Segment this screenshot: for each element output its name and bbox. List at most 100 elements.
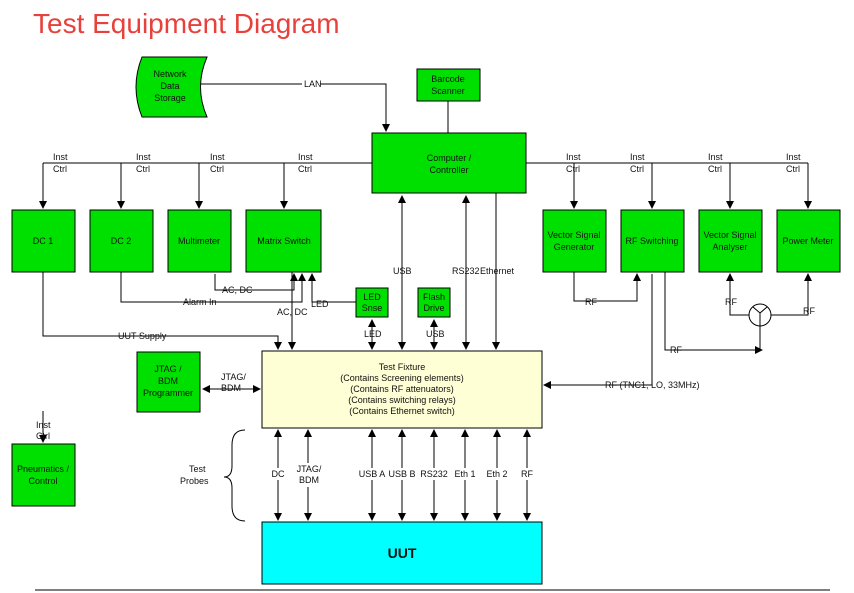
fixture-label-4: (Contains switching relays) [348, 395, 456, 405]
svg-text:Network: Network [153, 69, 187, 79]
svg-text:Inst: Inst [298, 152, 313, 162]
inst-ctrl-label-vsa: Inst Ctrl [708, 152, 723, 174]
probe-usb-a-label: USB A [359, 469, 386, 479]
ac-dc-label-1: AC, DC [222, 285, 253, 295]
svg-text:Inst: Inst [210, 152, 225, 162]
rf-vsg-label: RF [585, 297, 597, 307]
jtag-bdm-label-1: JTAG/ [221, 372, 246, 382]
probe-eth1-bg [453, 468, 477, 480]
uut-label: UUT [388, 545, 417, 561]
multimeter-label: Multimeter [178, 236, 220, 246]
svg-text:Inst: Inst [630, 152, 645, 162]
probe-eth1-label: Eth 1 [454, 469, 475, 479]
rf-vsg-connection [573, 272, 641, 302]
uut-node [261, 521, 543, 585]
svg-text:Inst: Inst [136, 152, 151, 162]
matrix-switch-label: Matrix Switch [257, 236, 311, 246]
vsg-label-1: Vector Signal [547, 230, 600, 240]
flash-drive-node [417, 287, 451, 318]
flash-drive-label-1: Flash [423, 292, 445, 302]
flash-drive-label-2: Drive [423, 303, 444, 313]
rf-vsa-connection [726, 273, 749, 316]
svg-text:Ctrl: Ctrl [36, 431, 50, 441]
splitter-y-glyph [752, 306, 768, 326]
dc2-node [89, 209, 154, 273]
dc1-node [11, 209, 76, 273]
svg-text:Inst: Inst [566, 152, 581, 162]
matrix-switch-node [245, 209, 322, 273]
inst-ctrl-label-power: Inst Ctrl [786, 152, 801, 174]
alarm-in-label: Alarm In [183, 297, 217, 307]
test-probes-brace [223, 429, 246, 522]
vector-signal-analyser-node [698, 209, 763, 273]
inst-ctrl-label-rfsw: Inst Ctrl [630, 152, 645, 174]
fixture-label-2: (Contains Screening elements) [340, 373, 464, 383]
network-storage-node [135, 56, 208, 118]
probe-jtag-label-1: JTAG/ [297, 464, 322, 474]
svg-text:Ctrl: Ctrl [210, 164, 224, 174]
probe-eth2-label: Eth 2 [486, 469, 507, 479]
barcode-label-2: Scanner [431, 86, 465, 96]
dc1-label: DC 1 [33, 236, 54, 246]
uut-supply-label: UUT Supply [118, 331, 167, 341]
rs232-label: RS232 [452, 266, 480, 276]
probe-usb-b-label: USB B [388, 469, 415, 479]
led-sense-node [355, 287, 389, 318]
led-fixture-label: LED [364, 329, 382, 339]
vsa-label-2: Analyser [712, 242, 747, 252]
probe-rs232-bg [420, 468, 448, 480]
svg-text:Data: Data [160, 81, 179, 91]
inst-ctrl-label-multimeter: Inst Ctrl [210, 152, 225, 174]
diagram-title: Test Equipment Diagram [33, 8, 340, 39]
svg-text:Inst: Inst [708, 152, 723, 162]
svg-text:Ctrl: Ctrl [298, 164, 312, 174]
vector-signal-generator-node [542, 209, 607, 273]
jtag-bdm-label-2: BDM [221, 383, 241, 393]
rf-power-connection [771, 273, 812, 316]
alarm-in-connection [120, 272, 306, 303]
probe-usb-b-bg [388, 468, 416, 480]
jtag-prog-label-1: JTAG / [154, 364, 182, 374]
probe-rf-bg [520, 468, 534, 480]
rf-vsa-label: RF [725, 297, 737, 307]
probe-rf-label: RF [521, 469, 533, 479]
vsg-label-2: Generator [554, 242, 595, 252]
vsa-label-1: Vector Signal [703, 230, 756, 240]
inst-ctrl-label-pneumatics: Inst Ctrl [36, 420, 51, 441]
rf-switching-label: RF Switching [625, 236, 678, 246]
rf-fixture-connection [543, 274, 653, 389]
led-sense-label-2: Snse [362, 303, 383, 313]
jtag-prog-label-3: Programmer [143, 388, 193, 398]
probe-dc-bg [270, 468, 286, 480]
ethernet-label: Ethernet [480, 266, 515, 276]
computer-label-2: Controller [429, 165, 468, 175]
rf-splitter-label: RF [670, 345, 682, 355]
uut-supply-connection [42, 272, 282, 350]
lan-label-bg [302, 78, 320, 89]
svg-text:Inst: Inst [36, 420, 51, 430]
rf-power-label: RF [803, 306, 815, 316]
probe-jtag-bg [296, 463, 321, 487]
fixture-label-1: Test Fixture [379, 362, 426, 372]
lan-connection [200, 83, 390, 132]
svg-text:Ctrl: Ctrl [566, 164, 580, 174]
jtag-prog-label-2: BDM [158, 376, 178, 386]
barcode-label-1: Barcode [431, 74, 465, 84]
ac-dc-label-2: AC, DC [277, 307, 308, 317]
usb-label: USB [393, 266, 412, 276]
power-meter-label: Power Meter [782, 236, 833, 246]
test-probes-label-1: Test [189, 464, 206, 474]
dc2-label: DC 2 [111, 236, 132, 246]
svg-text:Inst: Inst [786, 152, 801, 162]
inst-ctrl-label-dc1: Inst Ctrl [53, 152, 68, 174]
lan-label: LAN [304, 79, 322, 89]
svg-text:Inst: Inst [53, 152, 68, 162]
svg-text:Ctrl: Ctrl [630, 164, 644, 174]
fixture-label-3: (Contains RF attenuators) [350, 384, 454, 394]
svg-text:Ctrl: Ctrl [53, 164, 67, 174]
test-probes-label-2: Probes [180, 476, 209, 486]
inst-ctrl-label-matrix: Inst Ctrl [298, 152, 313, 174]
ac-dc-multimeter-connection [214, 273, 298, 291]
svg-text:Storage: Storage [154, 93, 186, 103]
